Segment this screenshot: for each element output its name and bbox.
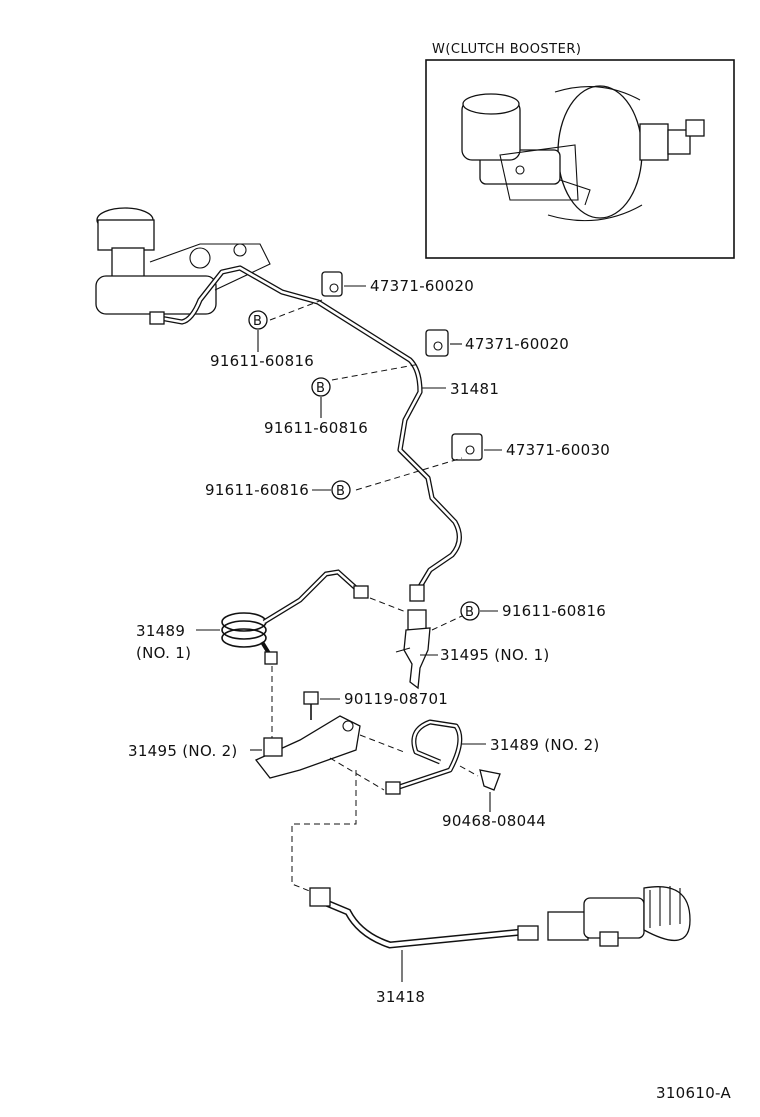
booster-drum — [557, 85, 643, 219]
tube-31489-no2 — [385, 719, 463, 795]
svg-text:B: B — [336, 484, 345, 499]
label-tube-31489-no1-suffix: (NO. 1) — [136, 644, 191, 662]
clip-3 — [451, 433, 502, 461]
svg-text:B: B — [316, 381, 325, 396]
bolt-marker-a: B — [248, 310, 268, 330]
clip-2 — [425, 329, 462, 357]
label-bolt-d: 91611-60816 — [502, 602, 606, 620]
svg-text:B: B — [465, 605, 474, 620]
label-bolt-b: 91611-60816 — [264, 419, 368, 437]
label-bolt-90119: 90119-08701 — [344, 690, 448, 708]
inset-title: W(CLUTCH BOOSTER) — [432, 42, 581, 57]
tube-31481 — [149, 265, 462, 602]
clip-1 — [321, 271, 366, 297]
label-clip-1: 47371-60020 — [370, 277, 474, 295]
bracket-31495-no1 — [395, 609, 431, 690]
label-bolt-a: 91611-60816 — [210, 352, 314, 370]
label-tube-31489-no1: 31489 — [136, 622, 185, 640]
clip-90468 — [479, 769, 501, 791]
label-hose-31418: 31418 — [376, 988, 425, 1006]
clutch-booster-inset: W(CLUTCH BOOSTER) — [425, 42, 735, 259]
label-clip-3: 47371-60030 — [506, 441, 610, 459]
label-tube-31481: 31481 — [450, 380, 499, 398]
inset-frame — [425, 59, 735, 259]
release-cylinder — [547, 886, 691, 947]
label-clip-90468: 90468-08044 — [442, 812, 546, 830]
tube-31489-no1 — [221, 569, 369, 665]
bolt-marker-c: B — [331, 480, 351, 500]
bolt-90119 — [303, 691, 319, 720]
label-bolt-c: 91611-60816 — [205, 481, 309, 499]
label-bracket-31495-no1: 31495 (NO. 1) — [440, 646, 550, 664]
bolt-marker-d: B — [460, 601, 480, 621]
label-tube-31489-no2: 31489 (NO. 2) — [490, 736, 600, 754]
bolt-marker-b: B — [311, 377, 331, 397]
svg-text:B: B — [253, 314, 262, 329]
clutch-master-cylinder — [95, 207, 271, 315]
label-bracket-31495-no2: 31495 (NO. 2) — [128, 742, 238, 760]
bracket-31495-no2 — [254, 715, 361, 779]
diagram-code: 310610-A — [656, 1084, 731, 1102]
hose-31418 — [309, 887, 539, 949]
label-clip-2: 47371-60020 — [465, 335, 569, 353]
